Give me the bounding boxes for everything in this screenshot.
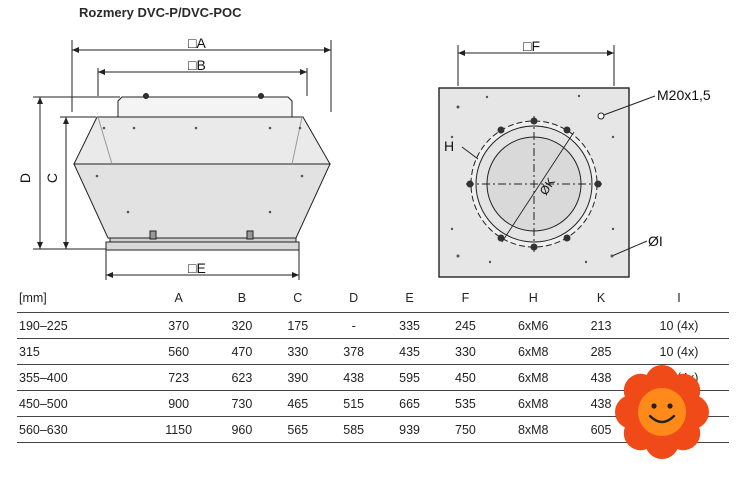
table-cell: 6xM8	[493, 338, 574, 365]
dim-label-f: □F	[523, 38, 540, 54]
table-row: 190–225 370 320 175 - 335 245 6xM6 213 1…	[17, 312, 729, 339]
column-header: D	[325, 284, 382, 313]
table-cell: 960	[213, 416, 270, 443]
dim-label-e: □E	[188, 260, 206, 276]
table-cell: 8xM8	[493, 416, 574, 443]
bolt-label-h: H	[444, 138, 454, 154]
table-cell: 450–500	[17, 390, 144, 417]
table-cell: 565	[269, 416, 326, 443]
table-cell: 623	[213, 364, 270, 391]
table-header-row: [mm] A B C D E F H K I	[17, 284, 729, 313]
table-cell: 750	[437, 416, 494, 443]
table-cell: 6xM8	[493, 364, 574, 391]
table-cell: 335	[381, 312, 438, 339]
table-cell: 320	[213, 312, 270, 339]
table-row: 315 560 470 330 378 435 330 6xM8 285 10 …	[17, 338, 729, 365]
dim-label-c: C	[44, 173, 60, 183]
table-cell: 285	[573, 338, 629, 365]
table-cell: 355–400	[17, 364, 144, 391]
table-cell: 190–225	[17, 312, 144, 339]
table-cell: 730	[213, 390, 270, 417]
table-cell: 560–630	[17, 416, 144, 443]
dimensions-table: [mm] A B C D E F H K I 190–225 370 320 1…	[17, 284, 729, 443]
column-header: A	[143, 284, 214, 313]
column-header: E	[381, 284, 438, 313]
column-header: C	[269, 284, 326, 313]
flower-eye-left	[651, 403, 657, 409]
table-cell: 535	[437, 390, 494, 417]
table-cell: 939	[381, 416, 438, 443]
column-header: H	[493, 284, 574, 313]
column-header: I	[628, 284, 729, 313]
table-cell: 438	[325, 364, 382, 391]
table-cell: 515	[325, 390, 382, 417]
table-cell: 605	[573, 416, 629, 443]
table-cell: 465	[269, 390, 326, 417]
table-cell: 175	[269, 312, 326, 339]
column-header: K	[573, 284, 629, 313]
table-cell: 585	[325, 416, 382, 443]
page-title: Rozmery DVC-P/DVC-POC	[79, 5, 242, 20]
table-cell: 6xM8	[493, 390, 574, 417]
table-cell: 390	[269, 364, 326, 391]
dim-label-d: D	[17, 173, 33, 183]
table-cell: 900	[143, 390, 214, 417]
table-row: 450–500 900 730 465 515 665 535 6xM8 438…	[17, 390, 729, 417]
column-header: F	[437, 284, 494, 313]
table-cell: 370	[143, 312, 214, 339]
table-cell: 665	[381, 390, 438, 417]
thread-label-m20: M20x1,5	[657, 87, 711, 103]
table-cell: 245	[437, 312, 494, 339]
flower-smile	[648, 414, 676, 424]
column-header: [mm]	[17, 284, 144, 313]
table-cell: 560	[143, 338, 214, 365]
table-cell: -	[325, 312, 382, 339]
side-view	[33, 40, 332, 280]
flower-center	[638, 388, 686, 436]
table-cell: 595	[381, 364, 438, 391]
table-cell: 470	[213, 338, 270, 365]
table-cell: 213	[573, 312, 629, 339]
table-cell: 1150	[143, 416, 214, 443]
hole-label-i: ØI	[648, 233, 663, 249]
table-cell: 450	[437, 364, 494, 391]
smiley-flower-icon	[615, 365, 709, 459]
table-cell: 10 (4x)	[628, 312, 729, 339]
dim-label-b: □B	[188, 57, 206, 73]
flower-eye-right	[667, 403, 673, 409]
table-cell: 438	[573, 364, 629, 391]
table-cell: 10 (4x)	[628, 338, 729, 365]
technical-drawing: □A □B □E D C	[17, 35, 711, 280]
table-row: 560–630 1150 960 565 585 939 750 8xM8 60…	[17, 416, 729, 443]
table-cell: 315	[17, 338, 144, 365]
table-cell: 6xM6	[493, 312, 574, 339]
table-cell: 435	[381, 338, 438, 365]
table-cell: 723	[143, 364, 214, 391]
top-view	[438, 45, 656, 278]
table-cell: 330	[269, 338, 326, 365]
table-cell: 378	[325, 338, 382, 365]
column-header: B	[213, 284, 270, 313]
dim-label-a: □A	[188, 35, 206, 51]
table-cell: 330	[437, 338, 494, 365]
